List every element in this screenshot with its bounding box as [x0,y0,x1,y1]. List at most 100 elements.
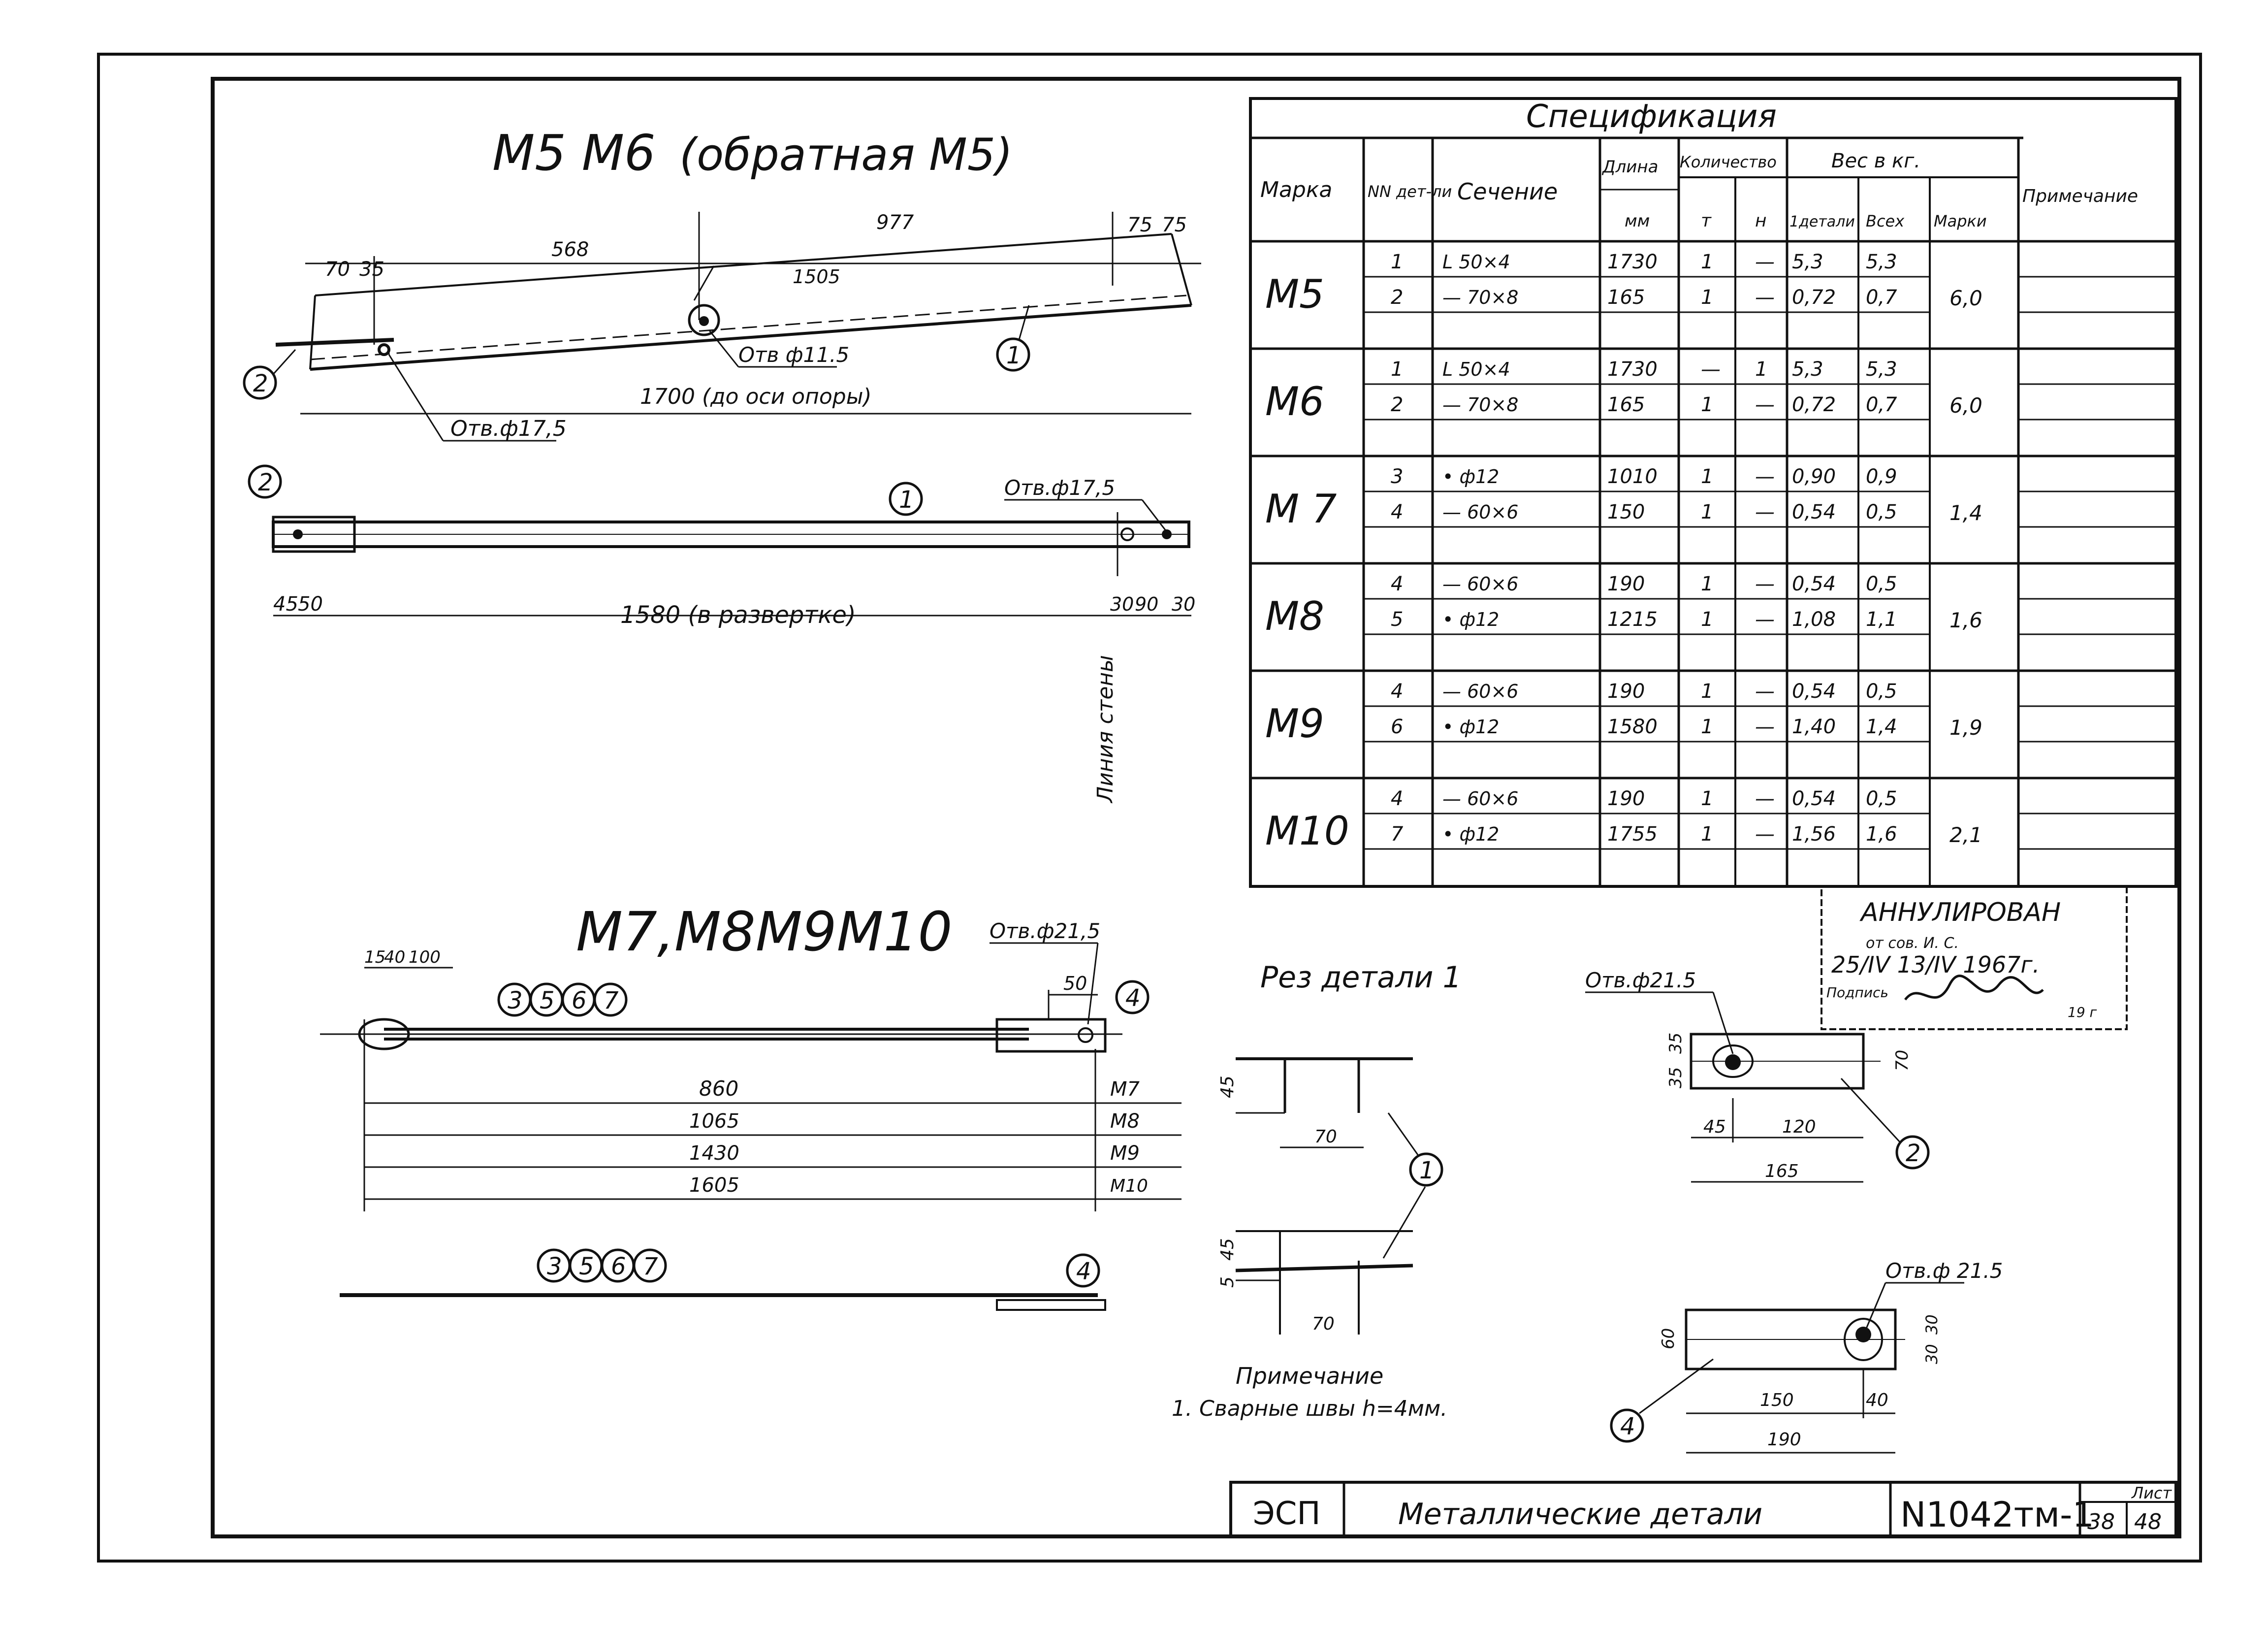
sec-d70b: 70 [1312,1314,1335,1334]
plate-2-view: Отв.ф21.5 35 35 70 45 120 165 2 [1585,968,1930,1183]
spec-cell-qty-n: — [1755,787,1775,810]
spec-cell-section: — 70×8 [1442,287,1518,308]
spec-cell-qty-t: — [1701,358,1721,381]
spec-cell-n: 5 [1391,608,1403,631]
spec-cell-w-all: 1,4 [1866,716,1897,738]
bubble-6-a: 6 [572,987,587,1014]
spec-cell-w-all: 0,9 [1866,465,1897,488]
bubble-5-a: 5 [540,987,555,1014]
spec-cell-section: — 60×6 [1442,788,1518,810]
spec-cell-w-all: 5,3 [1866,251,1897,273]
label-m9: M9 [1110,1142,1140,1165]
bubble-1-a: 1 [1006,342,1022,369]
hdr-w-mark: Марки [1934,212,1987,230]
spec-cell-qty-n: 1 [1755,358,1767,381]
spec-cell-w-det: 5,3 [1792,251,1823,273]
hole-21-5c-label: Отв.ф 21.5 [1885,1259,2003,1283]
spec-cell-w-all: 0,5 [1866,573,1897,595]
m5-plan-view: 2 1 Отв.ф17,5 45 50 1580 (в развертке) 3… [248,464,1195,804]
spec-cell-length: 150 [1607,501,1645,523]
spec-cell-n: 4 [1391,787,1403,810]
spec-mark: M10 [1265,808,1349,854]
tb-number: N1042тм-1 [1900,1495,2094,1535]
spec-cell-section: — 70×8 [1442,394,1518,416]
hdr-weight: Вес в кг. [1831,150,1920,172]
tb-sheets: 48 [2134,1509,2162,1534]
dim-50b: 50 [1063,973,1087,994]
spec-cell-w-det: 0,90 [1792,465,1836,488]
dim-1505: 1505 [793,266,840,288]
hdr-section: Сечение [1457,178,1558,205]
hdr-length-unit: мм [1625,211,1650,231]
dim-1065: 1065 [689,1110,739,1133]
spec-cell-w-all: 0,5 [1866,501,1897,523]
spec-cell-n: 2 [1391,393,1403,416]
p4-30b: 30 [1922,1344,1941,1364]
bubble-2-a: 2 [253,370,268,397]
bubble-5-b: 5 [579,1253,594,1280]
spec-cell-section: L 50×4 [1442,251,1510,273]
spec-cell-section: • ф12 [1442,716,1499,738]
spec-cell-qty-t: 1 [1701,608,1713,631]
spec-cell-w-all: 5,3 [1866,358,1897,381]
spec-cell-qty-n: — [1755,393,1775,416]
dim-35: 35 [359,258,384,281]
spec-cell-n: 4 [1391,573,1403,595]
spec-cell-n: 7 [1391,823,1404,846]
spec-cell-qty-t: 1 [1701,501,1713,523]
p2-120: 120 [1782,1117,1816,1137]
spec-cell-w-det: 1,56 [1792,823,1836,846]
spec-cell-qty-n: — [1755,465,1775,488]
spec-mark: M 7 [1265,486,1337,532]
m7-m10-view: M7,M8M9M10 Отв.ф21,5 15 40 100 50 3 5 6 … [320,900,1182,1311]
p4-150: 150 [1760,1390,1794,1410]
spec-cell-length: 165 [1607,286,1645,309]
spec-cell-section: — 60×6 [1442,573,1518,595]
spec-mark: M9 [1265,701,1324,747]
dim-75b: 75 [1162,214,1187,236]
stamp-line4: 19 г [2068,1004,2097,1020]
spec-cell-section: • ф12 [1442,609,1499,630]
hdr-qty-n: н [1755,211,1767,231]
m5-m6-view: M5 M6 (обратная M5) 70 35 568 977 75 75 … [243,124,1201,442]
hdr-note: Примечание [2022,186,2138,206]
spec-cell-n: 2 [1391,286,1403,309]
bubble-4-b: 4 [1076,1258,1091,1285]
hole-21-5b-label: Отв.ф21.5 [1585,968,1696,992]
hole-17-5-label: Отв.ф17,5 [450,416,567,441]
spec-cell-qty-t: 1 [1701,823,1713,846]
bubble-1-c: 1 [1419,1157,1435,1184]
stamp-line2: 25/IV 13/IV 1967г. [1831,951,2040,978]
spec-cell-w-det: 0,54 [1792,680,1836,703]
p2-35b: 35 [1666,1067,1686,1088]
tb-sheet-label: Лист [2131,1484,2172,1502]
spec-cell-length: 1730 [1607,358,1658,381]
spec-cell-length: 1755 [1607,823,1658,846]
title-block: ЭСП Металлические детали N1042тм-1 Лист … [1229,1481,2177,1538]
hdr-w-all: Всех [1866,212,1905,230]
spec-cell-n: 4 [1391,680,1403,703]
bubble-6-b: 6 [611,1253,626,1280]
p4-40: 40 [1866,1390,1888,1410]
label-m10: M10 [1110,1176,1148,1196]
label-m7: M7 [1110,1078,1140,1101]
hdr-qty: Количество [1680,153,1777,171]
spec-cell-section: — 60×6 [1442,501,1518,523]
dim-860: 860 [699,1076,738,1101]
spec-cell-length: 1010 [1607,465,1658,488]
label-m8: M8 [1110,1110,1140,1133]
spec-cell-qty-n: — [1755,716,1775,738]
spec-cell-n: 1 [1391,251,1403,273]
spec-cell-w-det: 0,72 [1792,286,1836,309]
dim-75a: 75 [1127,214,1152,236]
hole-11-5-label: Отв ф11.5 [738,343,849,367]
hdr-length: Длина [1601,157,1658,177]
p2-45: 45 [1703,1117,1726,1137]
spec-mark: M6 [1265,379,1324,424]
tb-name: Металлические детали [1398,1497,1762,1531]
spec-cell-length: 190 [1607,787,1645,810]
spec-cell-section: • ф12 [1442,823,1499,845]
title-m5-note: (обратная M5) [679,129,1013,181]
line-wall-label: Линия стены [1093,655,1118,804]
